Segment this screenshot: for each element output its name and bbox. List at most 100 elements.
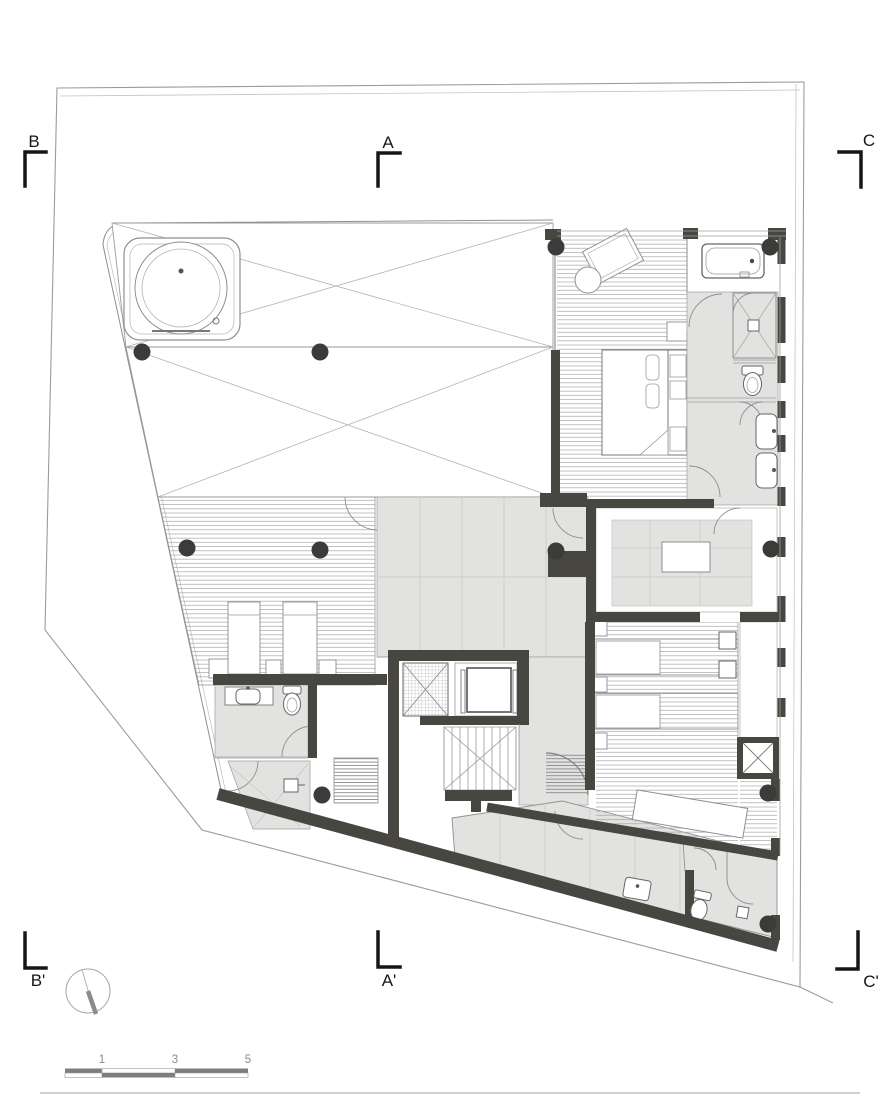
toilet <box>690 889 712 921</box>
lower-stair-flight <box>333 757 379 804</box>
wall <box>445 790 512 801</box>
section-marker-c-label: C <box>863 131 875 150</box>
section-marker-c-prime-bracket <box>835 930 860 971</box>
site-boundary <box>44 81 834 1004</box>
column <box>311 343 329 361</box>
section-marker-c-prime-label: C' <box>863 972 879 991</box>
wall <box>740 612 782 622</box>
bed-sheet-fold <box>638 429 669 456</box>
section-marker-c: C <box>837 131 875 189</box>
column <box>313 786 331 804</box>
scale-segment-dark <box>65 1068 102 1073</box>
jacuzzi-drain <box>212 317 220 325</box>
round-table <box>574 266 602 294</box>
floor-plan <box>102 219 786 952</box>
section-marker-c-prime: C' <box>835 930 879 991</box>
scale-tick-5: 5 <box>245 1054 251 1066</box>
corridor-tile-grid <box>499 803 681 911</box>
facade-lines <box>377 230 786 855</box>
stair-direction-cross <box>443 726 517 791</box>
door-swing <box>281 725 314 758</box>
wall-diagonal <box>486 802 779 861</box>
window-ledge <box>739 621 778 739</box>
facade-segment <box>771 838 780 856</box>
elevator-car <box>466 667 512 713</box>
section-markers: B A C B' A' C' <box>23 131 879 991</box>
lounger <box>227 601 261 675</box>
bathroom-wall <box>685 870 694 923</box>
staircase <box>333 726 589 804</box>
elevator-core <box>402 662 518 717</box>
hall-tile-grid <box>377 497 588 657</box>
door-swing <box>693 847 717 871</box>
facade-segment <box>777 487 786 506</box>
elevator-rail <box>460 669 466 714</box>
wall <box>388 650 520 661</box>
void-lower <box>125 346 554 498</box>
site-boundary-extension <box>799 986 834 1004</box>
sink <box>755 452 778 489</box>
twin-bed <box>593 692 739 730</box>
site-boundary-inner-top <box>59 89 801 97</box>
side-table <box>318 659 337 677</box>
facade-segment <box>777 698 786 717</box>
door-swing <box>344 496 378 531</box>
section-marker-b-bracket <box>23 150 48 188</box>
section-marker-b-label: B <box>28 132 39 151</box>
compass-circle <box>65 968 111 1014</box>
sink <box>622 876 652 902</box>
facade-segment <box>777 435 786 452</box>
section-marker-c-bracket <box>837 150 863 189</box>
guest-bedroom <box>590 619 779 852</box>
wall <box>308 674 317 758</box>
column <box>547 238 565 256</box>
wall <box>213 674 387 685</box>
section-marker-a-prime-bracket <box>376 930 402 969</box>
site-boundary-inner-right <box>792 83 797 963</box>
scale-segment-light <box>174 1072 249 1078</box>
wall <box>471 801 481 812</box>
jacuzzi-tub <box>134 241 228 335</box>
wall <box>586 612 700 622</box>
facade-segment <box>777 648 786 667</box>
door-swing <box>688 293 723 328</box>
toilet <box>282 685 302 716</box>
duct-shaft <box>737 737 779 779</box>
master-bedroom <box>554 227 689 497</box>
double-bed <box>601 349 689 456</box>
pillow <box>645 354 660 381</box>
wall <box>540 493 587 507</box>
wall <box>517 650 529 725</box>
scale-segment-light <box>101 1068 176 1074</box>
guest-wood-floor <box>596 622 738 846</box>
column <box>133 343 151 361</box>
scale-tick-3: 3 <box>172 1054 178 1066</box>
door-swing <box>713 507 741 535</box>
section-marker-a-prime-label: A' <box>382 971 397 990</box>
walk-in-closet <box>595 507 778 613</box>
section-marker-b-prime-bracket <box>23 931 48 970</box>
facade-segment <box>777 297 786 343</box>
shower-fixture <box>283 778 305 793</box>
north-compass <box>65 968 111 1015</box>
section-marker-b-prime: B' <box>23 931 48 990</box>
sink <box>755 413 778 450</box>
shower-drain <box>735 905 750 920</box>
bench-desk <box>631 789 749 839</box>
section-marker-b-prime-label: B' <box>31 971 46 990</box>
door-swing <box>732 292 755 315</box>
wall <box>586 499 596 620</box>
elevator-rail <box>512 669 518 714</box>
bathtub <box>701 243 765 279</box>
column <box>759 915 777 933</box>
deck-terrace <box>157 496 376 686</box>
scale-segment-dark <box>102 1073 175 1078</box>
wall <box>586 499 714 508</box>
corridor-bathroom <box>622 839 754 923</box>
column <box>547 542 565 560</box>
curved-hatch <box>545 752 589 796</box>
door-swing <box>552 507 584 539</box>
jacuzzi-jet <box>178 268 184 274</box>
section-marker-a-bracket <box>376 151 402 188</box>
mullion <box>683 228 698 239</box>
